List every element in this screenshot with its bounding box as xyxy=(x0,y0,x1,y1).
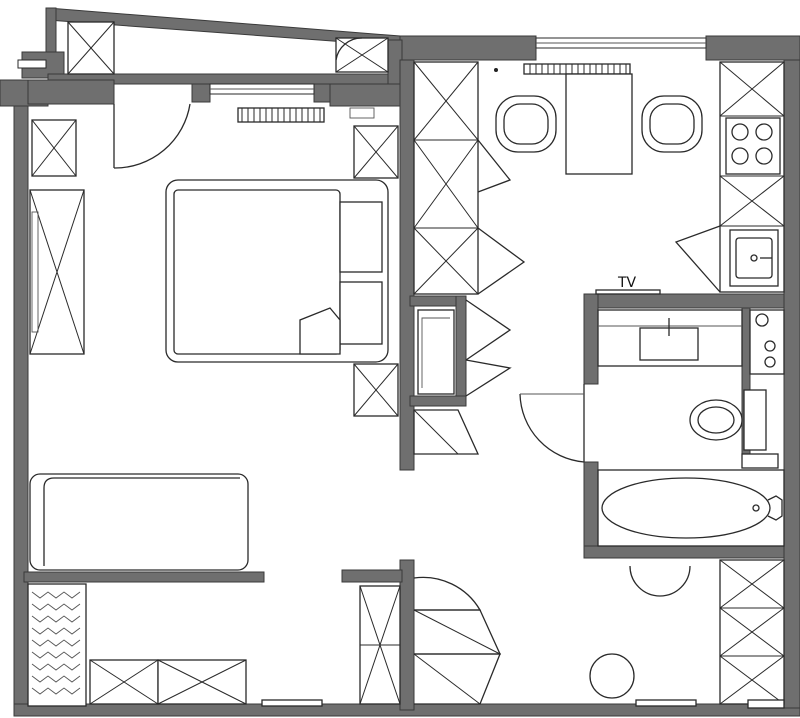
kitchen-cabinet-left xyxy=(413,61,479,295)
threshold-bedroom xyxy=(261,699,323,707)
radiators xyxy=(237,63,631,123)
cabinet-door-2 xyxy=(477,227,526,295)
hall-lamp xyxy=(629,565,691,597)
bathroom-door-swing xyxy=(519,393,585,463)
bathroom-wall-bottom xyxy=(583,545,785,559)
shower-tray-edge xyxy=(741,453,779,469)
radiator-bedroom xyxy=(237,107,325,123)
tv-label: TV xyxy=(617,275,637,291)
toilet-tank xyxy=(743,389,767,451)
kitchen-door-swing xyxy=(674,225,721,293)
cabinet-door-4 xyxy=(465,359,512,397)
bedroom-wall-top-a xyxy=(191,83,211,103)
threshold-entrance xyxy=(635,699,697,707)
sofa xyxy=(29,473,249,571)
partition-wall-upper xyxy=(399,59,415,471)
bathroom-wall-top xyxy=(583,293,785,309)
balcony-door-swing xyxy=(113,103,191,169)
hall xyxy=(261,559,785,709)
burner-4 xyxy=(755,147,773,165)
balcony-shelf-door xyxy=(335,37,363,61)
entrance-door xyxy=(747,699,785,709)
cabinet-door-3 xyxy=(465,299,512,361)
windows xyxy=(17,37,707,95)
niche-door xyxy=(413,409,480,455)
wardrobe-bottom xyxy=(27,583,401,707)
outer-wall-top-middle xyxy=(399,35,537,61)
bath-faucet xyxy=(767,495,783,521)
wardrobe-wall xyxy=(23,571,265,583)
outer-wall-top-right xyxy=(705,35,800,61)
wardrobe-left-rail xyxy=(31,211,39,333)
bedroom xyxy=(29,103,399,571)
chair-right-seat xyxy=(649,103,695,145)
niche-wall-bottom xyxy=(409,395,467,407)
niche-cabinet xyxy=(417,309,455,395)
bedroom-wall-top-left xyxy=(27,79,115,105)
chair-left-seat xyxy=(503,103,549,145)
tv xyxy=(595,289,661,295)
cabinet-door-1 xyxy=(477,139,512,193)
pillow-top xyxy=(339,201,383,273)
burner-2 xyxy=(755,123,773,141)
light-point xyxy=(494,68,498,72)
bedroom-wall-top-b xyxy=(313,83,331,103)
dining-table xyxy=(565,73,633,175)
bathroom-wall-left-upper xyxy=(583,293,599,385)
outer-wall-left xyxy=(13,99,29,711)
kitchen: TV xyxy=(413,61,785,455)
outer-wall-right xyxy=(783,39,800,709)
sofa-back xyxy=(43,477,240,566)
pillow-bottom xyxy=(339,281,383,345)
balcony-furniture xyxy=(67,21,389,75)
hall-wall-stub xyxy=(341,569,403,583)
bathroom xyxy=(519,309,785,547)
window-balcony xyxy=(17,59,47,69)
blanket-fold xyxy=(299,307,341,355)
bedroom-wall-top-right xyxy=(329,83,405,107)
socket xyxy=(349,107,375,119)
burner-1 xyxy=(731,123,749,141)
round-table xyxy=(589,653,635,699)
bathtub-basin xyxy=(601,477,771,539)
bathroom-wall-left-lower xyxy=(583,461,599,559)
hall-door-3 xyxy=(414,653,501,705)
walls xyxy=(0,7,800,717)
toilet-bowl xyxy=(697,406,735,434)
hall-door-1 xyxy=(413,576,482,611)
burner-3 xyxy=(731,147,749,165)
niche-wall-right xyxy=(455,295,467,407)
